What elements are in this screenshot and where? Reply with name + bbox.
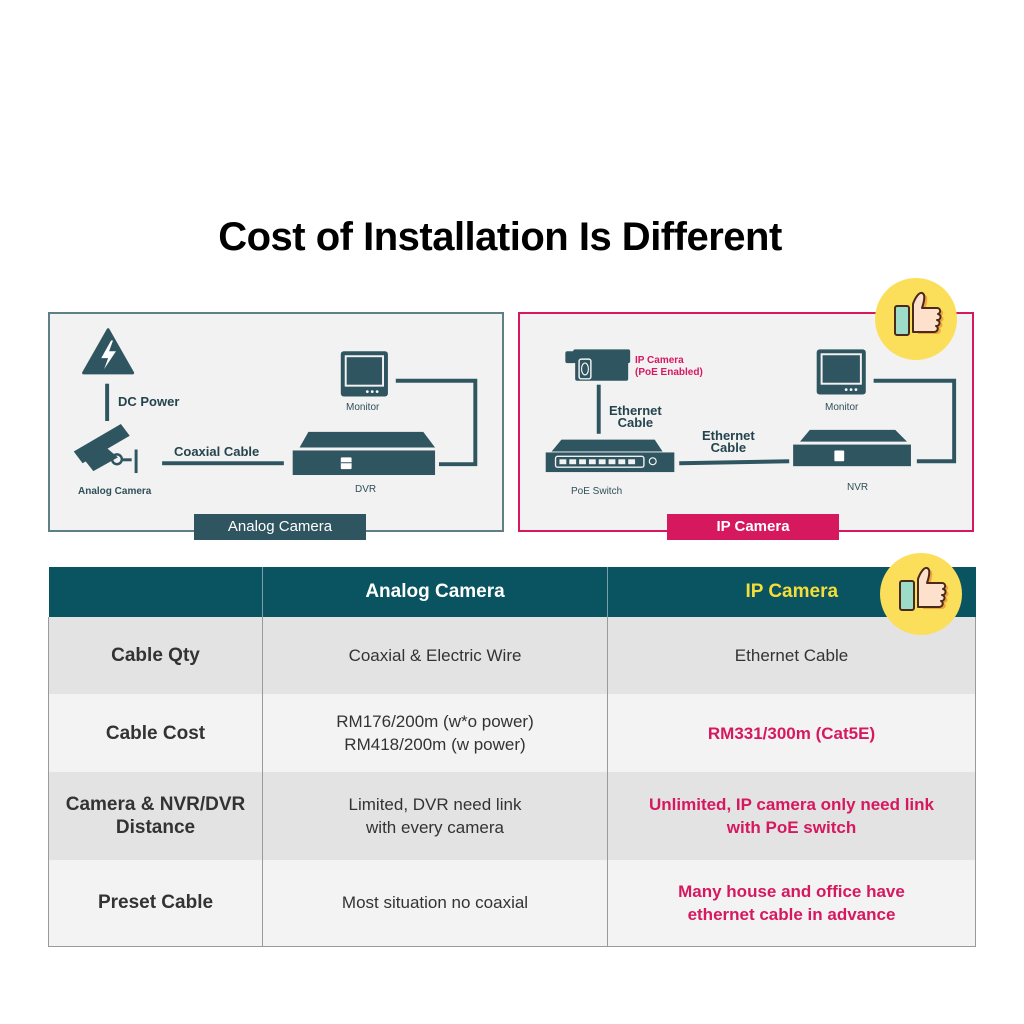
- ip-camera-icon: [565, 349, 631, 381]
- monitor-label: Monitor: [825, 402, 859, 413]
- ip-diagram-graphics: [545, 349, 957, 473]
- table-row: Cable Qty Coaxial & Electric Wire Ethern…: [48, 617, 976, 694]
- analog-cell: RM176/200m (w*o power) RM418/200m (w pow…: [262, 694, 608, 772]
- analog-cell: Coaxial & Electric Wire: [262, 617, 608, 694]
- table-row: Camera & NVR/DVR Distance Limited, DVR n…: [48, 772, 976, 860]
- nvr-icon: [793, 429, 911, 467]
- ip-cell: Unlimited, IP camera only need link with…: [607, 772, 976, 860]
- monitor-cable-line: [395, 378, 478, 467]
- header-analog-camera: Analog Camera: [262, 567, 608, 617]
- analog-diagram-graphics: [73, 328, 478, 476]
- monitor-icon: [816, 349, 866, 395]
- table-row: Cable Cost RM176/200m (w*o power) RM418/…: [48, 694, 976, 772]
- dvr-label: DVR: [355, 484, 377, 495]
- ethernet-cable-line-2: [679, 459, 790, 466]
- monitor-icon: [340, 351, 388, 397]
- analog-camera-icon: [73, 423, 138, 474]
- header-empty: [48, 567, 263, 617]
- ethernet-cable-line-1: [596, 384, 601, 434]
- power-warning-icon: [82, 328, 135, 375]
- comparison-table: Analog Camera IP Camera Cable Qty Coaxia…: [48, 567, 976, 947]
- nvr-label: NVR: [847, 482, 869, 493]
- dc-power-label: DC Power: [118, 394, 180, 409]
- thumbs-up-badge: [880, 553, 962, 635]
- analog-camera-label: Analog Camera: [78, 486, 152, 497]
- row-label: Camera & NVR/DVR Distance: [48, 772, 263, 860]
- ip-camera-label: IP Camera (PoE Enabled): [635, 355, 703, 378]
- dvr-icon: [292, 431, 436, 476]
- power-cable-line: [105, 383, 110, 422]
- table-row: Preset Cable Most situation no coaxial M…: [48, 860, 976, 946]
- analog-cell: Most situation no coaxial: [262, 860, 608, 946]
- coaxial-cable-line: [162, 461, 284, 466]
- ethernet-cable-label-2: Ethernet Cable: [702, 428, 755, 455]
- ip-camera-diagram: IP Camera (PoE Enabled) Ethernet Cable E…: [518, 312, 974, 540]
- row-label: Cable Qty: [48, 617, 263, 694]
- page-title: Cost of Installation Is Different: [218, 215, 782, 259]
- poe-switch-icon: [545, 439, 675, 473]
- ip-panel-tag: IP Camera: [667, 514, 839, 540]
- analog-cell: Limited, DVR need link with every camera: [262, 772, 608, 860]
- thumbs-up-icon: [894, 291, 944, 336]
- monitor-cable-line: [873, 378, 957, 464]
- thumbs-up-icon: [899, 566, 949, 611]
- poe-switch-label: PoE Switch: [571, 486, 623, 497]
- ip-cell: Many house and office have ethernet cabl…: [607, 860, 976, 946]
- monitor-label: Monitor: [346, 402, 380, 413]
- analog-panel-tag: Analog Camera: [194, 514, 366, 540]
- coaxial-cable-label: Coaxial Cable: [174, 444, 260, 459]
- ethernet-cable-label-1: Ethernet Cable: [609, 403, 662, 430]
- analog-camera-diagram: DC Power Coaxial Cable Analog Camera Mon…: [48, 312, 504, 540]
- ip-cell: RM331/300m (Cat5E): [607, 694, 976, 772]
- row-label: Preset Cable: [48, 860, 263, 946]
- row-label: Cable Cost: [48, 694, 263, 772]
- table-header-row: Analog Camera IP Camera: [48, 567, 976, 617]
- thumbs-up-badge: [875, 278, 957, 360]
